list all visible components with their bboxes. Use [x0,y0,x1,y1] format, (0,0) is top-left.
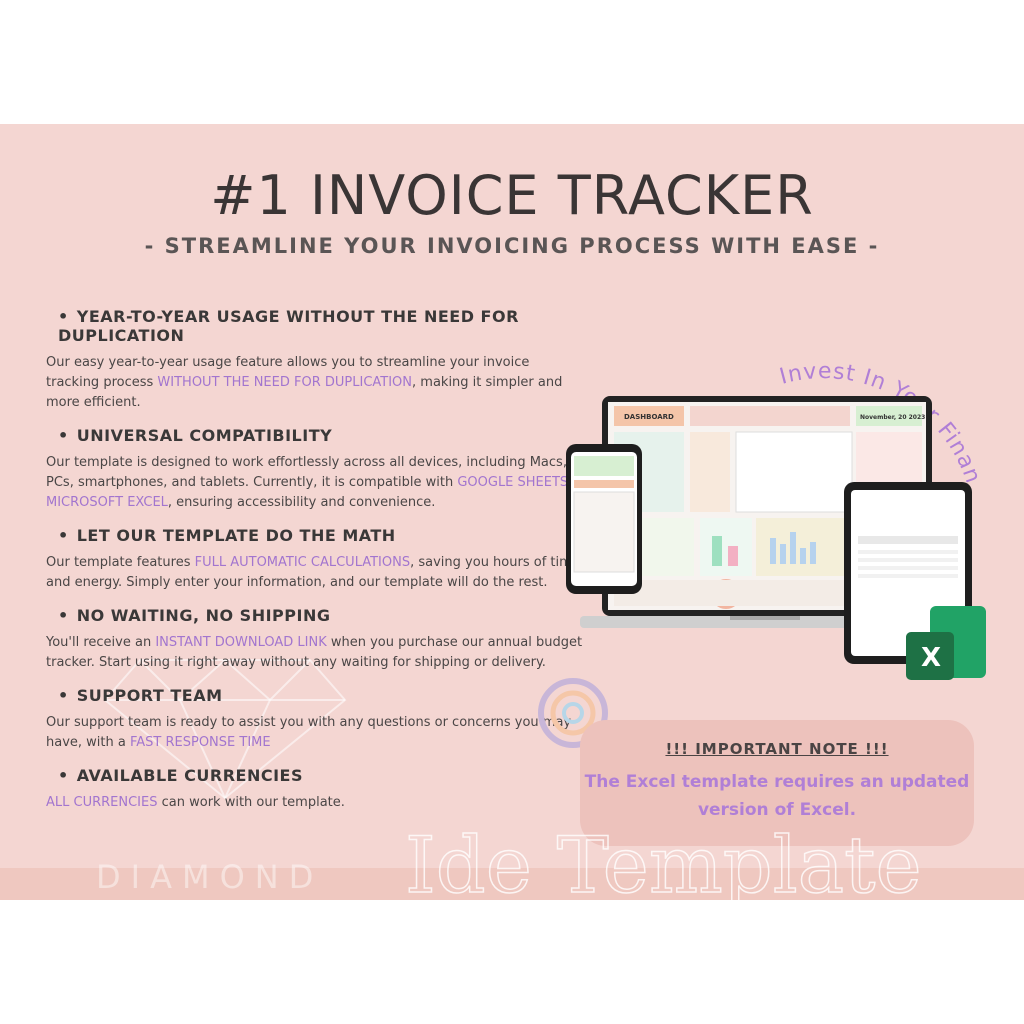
feature-highlight: FULL AUTOMATIC CALCULATIONS [194,555,411,570]
feature-item: •NO WAITING, NO SHIPPING You'll receive … [46,606,586,673]
dashboard-label: DASHBOARD [624,413,674,421]
device-mockups-image: DASHBOARD November, 20 2023 [566,396,986,680]
feature-item: •LET OUR TEMPLATE DO THE MATH Our templa… [46,526,586,593]
feature-text: You'll receive an INSTANT DOWNLOAD LINK … [46,635,583,670]
dashboard-date: November, 20 2023 [860,414,925,421]
feature-item: •AVAILABLE CURRENCIES ALL CURRENCIES can… [46,766,586,813]
feature-text: ALL CURRENCIES can work with our templat… [46,795,345,810]
page-title: #1 INVOICE TRACKER [210,164,814,227]
feature-heading: •SUPPORT TEAM [58,686,223,705]
excel-icon-letter: X [921,643,941,673]
feature-heading: •UNIVERSAL COMPATIBILITY [58,426,333,445]
important-note-box: !!! IMPORTANT NOTE !!! The Excel templat… [580,720,974,846]
feature-highlight: ALL CURRENCIES [46,795,158,810]
feature-item: •SUPPORT TEAM Our support team is ready … [46,686,586,753]
watermark-text: Ide Template [405,821,922,900]
feature-list: •YEAR-TO-YEAR USAGE WITHOUT THE NEED FOR… [46,307,586,826]
feature-text: Our template is designed to work effortl… [46,455,583,510]
feature-text: Our support team is ready to assist you … [46,715,572,750]
promo-banner: #1 INVOICE TRACKER - STREAMLINE YOUR INV… [0,124,1024,900]
feature-text: Our easy year-to-year usage feature allo… [46,355,563,410]
watermark: Ide Template [405,820,922,900]
excel-icon: X [906,606,986,680]
important-note-title: !!! IMPORTANT NOTE !!! [665,740,889,758]
feature-heading: •YEAR-TO-YEAR USAGE WITHOUT THE NEED FOR… [58,307,519,345]
feature-highlight: WITHOUT THE NEED FOR DUPLICATION [157,375,413,390]
feature-highlight: GOOGLE SHEETS & MICROSOFT EXCEL [46,475,583,510]
target-icon [538,678,608,748]
feature-heading: •LET OUR TEMPLATE DO THE MATH [58,526,396,545]
feature-item: •YEAR-TO-YEAR USAGE WITHOUT THE NEED FOR… [46,307,586,413]
feature-heading: •NO WAITING, NO SHIPPING [58,606,331,625]
important-note-body: The Excel template requires an updated v… [584,772,970,820]
page-subtitle: - STREAMLINE YOUR INVOICING PROCESS WITH… [144,234,880,258]
brand-logo-text: DIAMOND [96,858,323,896]
brand-logo: DIAMOND [96,858,323,896]
feature-highlight: INSTANT DOWNLOAD LINK [155,635,327,650]
feature-item: •UNIVERSAL COMPATIBILITY Our template is… [46,426,586,513]
feature-heading: •AVAILABLE CURRENCIES [58,766,303,785]
feature-text: Our template features FULL AUTOMATIC CAL… [46,555,580,590]
diamond-watermark-icon [103,659,347,800]
bottom-strip [0,868,1024,900]
feature-highlight: FAST RESPONSE TIME [129,735,271,750]
